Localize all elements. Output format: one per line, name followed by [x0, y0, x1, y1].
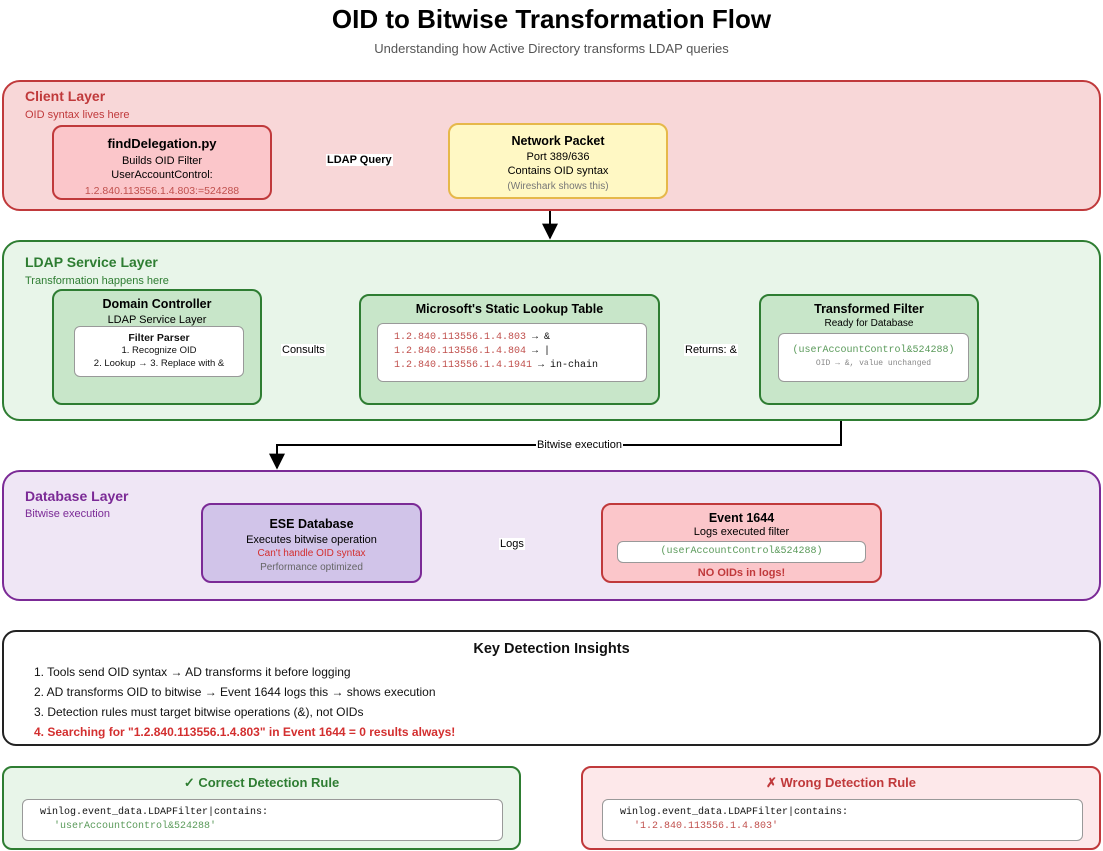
filter-parser-box: Filter Parser 1. Recognize OID 2. Lookup… — [74, 326, 244, 377]
find-delegation-line1: Builds OID Filter — [121, 155, 203, 167]
insight-item-2: 2. AD transforms OID to bitwise → Event … — [34, 685, 436, 699]
insight-item-1: 1. Tools send OID syntax → AD transforms… — [34, 665, 351, 679]
event-1644-code: (userAccountControl&524288) — [660, 546, 823, 557]
ese-database-line3: Performance optimized — [260, 562, 363, 573]
lookup-table-title: Microsoft's Static Lookup Table — [415, 302, 604, 316]
wrong-rule-title: ✗ Wrong Detection Rule — [765, 775, 917, 790]
correct-rule-value: 'userAccountControl&524288' — [54, 821, 217, 832]
database-layer: Database Layer Bitwise execution — [2, 470, 1101, 601]
correct-rule-title: ✓ Correct Detection Rule — [183, 775, 340, 790]
domain-controller-subtitle: LDAP Service Layer — [107, 314, 207, 326]
edge-label-bitwise-execution: Bitwise execution — [536, 439, 623, 451]
ldap-layer-subtitle: Transformation happens here — [25, 275, 169, 287]
network-packet-title: Network Packet — [511, 134, 605, 148]
edge-label-consults: Consults — [281, 344, 326, 356]
ldap-layer-title: LDAP Service Layer — [25, 254, 158, 270]
network-packet-syntax: Contains OID syntax — [507, 165, 609, 177]
event-1644-code-box: (userAccountControl&524288) — [617, 541, 866, 563]
insights-panel: Key Detection Insights 1. Tools send OID… — [2, 630, 1101, 746]
lookup-oid-1941: 1.2.840.113556.1.4.1941 — [394, 360, 533, 371]
event-1644-subtitle: Logs executed filter — [693, 526, 790, 538]
transformed-filter-code-box: (userAccountControl&524288) OID → &, val… — [778, 333, 969, 382]
find-delegation-title: findDelegation.py — [107, 136, 217, 151]
client-layer-title: Client Layer — [25, 88, 106, 104]
event-1644-warning: NO OIDs in logs! — [697, 567, 786, 579]
event-1644-title: Event 1644 — [708, 511, 775, 525]
lookup-row-803: 1.2.840.113556.1.4.803 → & — [394, 331, 646, 345]
ese-database-line2: Can't handle OID syntax — [257, 548, 366, 559]
transformed-filter-code: (userAccountControl&524288) — [792, 345, 955, 356]
network-packet-port: Port 389/636 — [526, 151, 590, 163]
db-layer-title: Database Layer — [25, 488, 129, 504]
domain-controller-title: Domain Controller — [102, 297, 212, 311]
diagram-subtitle: Understanding how Active Directory trans… — [374, 41, 729, 56]
transformed-filter-subtitle: Ready for Database — [824, 318, 914, 329]
wrong-rule-field: winlog.event_data.LDAPFilter|contains: — [620, 807, 849, 818]
wrong-rule-panel: ✗ Wrong Detection Rule winlog.event_data… — [581, 766, 1101, 850]
ese-database-node: ESE Database Executes bitwise operation … — [201, 503, 422, 583]
insights-title: Key Detection Insights — [473, 641, 630, 657]
db-layer-subtitle: Bitwise execution — [25, 508, 110, 520]
lookup-oid-803: 1.2.840.113556.1.4.803 — [394, 332, 527, 343]
insight-item-3: 3. Detection rules must target bitwise o… — [34, 705, 364, 719]
correct-rule-field: winlog.event_data.LDAPFilter|contains: — [40, 807, 269, 818]
lookup-result-804: → | — [526, 346, 551, 357]
network-packet-note: (Wireshark shows this) — [507, 181, 609, 192]
lookup-result-803: → & — [526, 332, 551, 343]
lookup-row-1941: 1.2.840.113556.1.4.1941 → in-chain — [394, 359, 646, 373]
edge-label-ldap-query: LDAP Query — [326, 154, 393, 166]
insight-item-4: 4. Searching for "1.2.840.113556.1.4.803… — [34, 725, 456, 739]
wrong-rule-code-box: winlog.event_data.LDAPFilter|contains: '… — [602, 799, 1083, 841]
diagram-title: OID to Bitwise Transformation Flow — [331, 4, 772, 34]
lookup-result-1941: → in-chain — [532, 360, 599, 371]
lookup-row-804: 1.2.840.113556.1.4.804 → | — [394, 345, 646, 359]
edge-label-logs: Logs — [499, 538, 525, 550]
wrong-rule-value: '1.2.840.113556.1.4.803' — [634, 821, 779, 832]
find-delegation-node: findDelegation.py Builds OID Filter User… — [52, 125, 272, 200]
filter-parser-title: Filter Parser — [128, 332, 190, 344]
edge-label-returns: Returns: & — [684, 344, 738, 356]
ese-database-line1: Executes bitwise operation — [246, 534, 377, 546]
lookup-table-entries: 1.2.840.113556.1.4.803 → & 1.2.840.11355… — [377, 323, 647, 382]
network-packet-node: Network Packet Port 389/636 Contains OID… — [448, 123, 668, 199]
transformed-filter-note: OID → &, value unchanged — [815, 359, 932, 368]
find-delegation-line2: UserAccountControl: — [111, 169, 213, 181]
correct-rule-code-box: winlog.event_data.LDAPFilter|contains: '… — [22, 799, 503, 841]
filter-parser-step2: 2. Lookup → 3. Replace with & — [93, 358, 225, 369]
client-layer-subtitle: OID syntax lives here — [25, 109, 130, 121]
ese-database-title: ESE Database — [269, 517, 354, 531]
lookup-oid-804: 1.2.840.113556.1.4.804 — [394, 346, 527, 357]
transformed-filter-title: Transformed Filter — [814, 302, 924, 316]
insights-list: 1. Tools send OID syntax → AD transforms… — [34, 662, 455, 742]
correct-rule-panel: ✓ Correct Detection Rule winlog.event_da… — [2, 766, 521, 850]
find-delegation-oid: 1.2.840.113556.1.4.803:=524288 — [84, 185, 240, 197]
filter-parser-step1: 1. Recognize OID — [121, 345, 197, 356]
